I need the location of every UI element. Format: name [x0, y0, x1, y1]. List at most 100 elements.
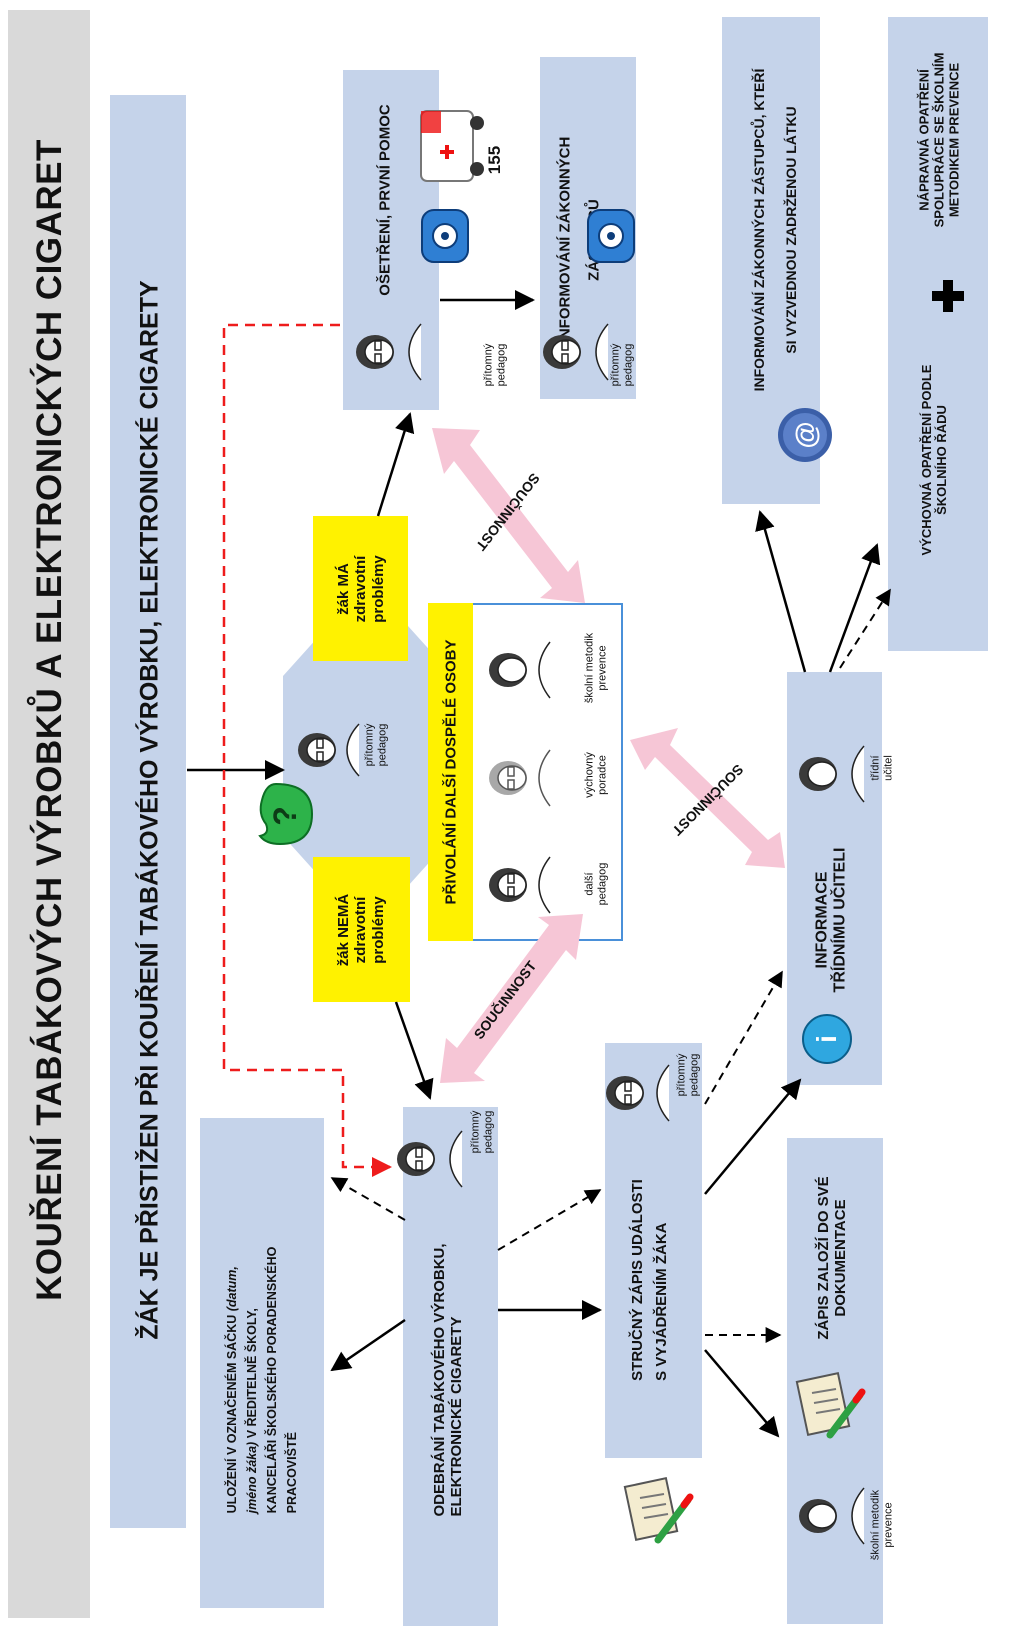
- center-person-icon: [298, 723, 360, 777]
- inform-guardians-l1: INFORMOVÁNÍ ZÁKONNÝCH: [556, 136, 574, 344]
- treatment-title: OŠETŘENÍ, PRVNÍ POMOC: [376, 104, 394, 296]
- center-person-l1: přítomný: [363, 723, 376, 767]
- email-at-icon: @: [778, 408, 832, 462]
- plus-icon: [932, 280, 964, 312]
- confiscation-box: [403, 1107, 498, 1626]
- archive-person-l1: školní metodik: [869, 1489, 882, 1561]
- staff-person-1-l1: další: [583, 872, 596, 896]
- archive-notepad-icon: [795, 1372, 866, 1439]
- subtitle-bar: [110, 95, 186, 1528]
- archive-person-l2: prevence: [882, 1502, 894, 1548]
- confiscation-title: ODEBRÁNÍ TABÁKOVÉHO VÝROBKU, ELEKTRONICK…: [431, 1243, 466, 1516]
- svg-text:i: i: [811, 1035, 842, 1043]
- measures-right-l2: SPOLUPRÁCE SE ŠKOLNÍM: [931, 52, 947, 228]
- staff-person-3-l1: školní metodik: [583, 632, 596, 704]
- archive-l2: DOKUMENTACE: [832, 1199, 849, 1317]
- inform-guardians-person-label: přítomný pedagog: [609, 344, 634, 387]
- notepad-icon: [623, 1477, 694, 1544]
- confiscation-l1: ODEBRÁNÍ TABÁKOVÉHO VÝROBKU,: [430, 1243, 448, 1517]
- storage-l1: ULOŽENÍ V OZNAČENÉM SÁČKU (datum,: [222, 1247, 242, 1514]
- title-bar: [8, 10, 90, 1618]
- class-teacher-l1: INFORMACE: [813, 871, 831, 969]
- treatment-person-icon: [356, 323, 422, 381]
- record-title: STRUČNÝ ZÁPIS UDÁLOSTI S VYJÁDŘENÍM ŽÁKA: [626, 1179, 674, 1381]
- staff-person-icon-1: [489, 856, 551, 914]
- staff-person-1-l2: pedagog: [596, 862, 608, 906]
- storage-l2-a: jméno žáka): [245, 1441, 259, 1514]
- class-teacher-person-l2: učitel: [882, 755, 894, 781]
- class-teacher-person-l1: třídní: [869, 755, 882, 781]
- record-person-icon: [606, 1064, 670, 1122]
- question-bubble-icon: ?: [258, 782, 314, 846]
- arrow-teacher-to-email: [755, 510, 807, 673]
- inform-email-l1: INFORMOVÁNÍ ZÁKONNÝCH ZÁSTUPCŮ, KTEŘÍ: [750, 68, 767, 392]
- staff-box-title-bg: [428, 603, 473, 941]
- coop-arrow-left: [440, 914, 583, 1083]
- decision-hexagon: [283, 626, 453, 886]
- coop-arrow-right: [630, 728, 785, 868]
- branch-no-box: [313, 857, 410, 1002]
- svg-text:?: ?: [267, 806, 303, 826]
- confiscation-person-l1: přítomný: [469, 1110, 482, 1154]
- measures-right: NÁPRAVNÁ OPATŘENÍ SPOLUPRÁCE SE ŠKOLNÍM …: [916, 52, 963, 228]
- arrow-teacher-to-measures: [828, 543, 881, 673]
- treatment-person-l1: přítomný: [482, 343, 495, 387]
- dash-record-to-teacher: [704, 970, 783, 1105]
- storage-l3: KANCELÁŘI ŠKOLSKÉHO PORADENSKÉHO: [265, 1246, 279, 1514]
- dash-confiscation-to-storage: [330, 1177, 406, 1221]
- arrow-confiscation-to-storage: [330, 1318, 406, 1372]
- dash-red-treatment-to-confiscation: [222, 323, 392, 1177]
- branch-yes-box: [313, 516, 408, 661]
- storage-l1-a: ULOŽENÍ V OZNAČENÉM SÁČKU: [225, 1311, 239, 1514]
- staff-person-3-l2: prevence: [596, 645, 608, 691]
- archive-l1: ZÁPIS ZALOŽÍ DO SVÉ: [814, 1176, 832, 1340]
- staff-person-icon-2: [489, 749, 551, 807]
- dash-confiscation-to-record: [497, 1189, 602, 1251]
- storage-text: ULOŽENÍ V OZNAČENÉM SÁČKU (datum, jméno …: [222, 1247, 302, 1514]
- class-teacher-person-label: třídní učitel: [869, 755, 894, 781]
- archive-title: ZÁPIS ZALOŽÍ DO SVÉ DOKUMENTACE: [815, 1176, 850, 1339]
- staff-person-2-label: výchovný poradce: [583, 752, 608, 798]
- confiscation-person-l2: pedagog: [482, 1110, 494, 1154]
- arrow-record-to-teacher: [704, 1078, 802, 1195]
- inform-email-l2: SI VYZVEDNOU ZADRŽENOU LÁTKU: [783, 106, 799, 354]
- arrow-center-to-confiscation: [394, 1001, 434, 1100]
- phone-icon: [421, 209, 469, 263]
- archive-person-label: školní metodik prevence: [869, 1490, 894, 1560]
- emergency-number: 155: [485, 145, 505, 175]
- record-person-l1: přítomný: [675, 1053, 688, 1097]
- confiscation-person-icon: [397, 1130, 463, 1188]
- record-person-label: přítomný pedagog: [675, 1054, 700, 1097]
- staff-person-1-label: další pedagog: [583, 863, 608, 906]
- center-person-l2: pedagog: [376, 723, 388, 767]
- arrow-record-to-archive: [704, 1349, 780, 1438]
- storage-l1-b: (datum,: [225, 1266, 239, 1312]
- inform-guardians-person-l1: přítomný: [609, 343, 622, 387]
- staff-person-3-label: školní metodik prevence: [583, 633, 608, 703]
- inform-guardians-person-icon: [543, 323, 609, 381]
- measures-right-l1: NÁPRAVNÁ OPATŘENÍ: [916, 69, 932, 211]
- svg-text:@: @: [790, 421, 821, 448]
- staff-person-2-l1: výchovný: [583, 752, 596, 798]
- record-person-l2: pedagog: [688, 1053, 700, 1097]
- storage-box: [200, 1118, 324, 1608]
- class-teacher-person-icon: [799, 745, 865, 803]
- inform-guardians-person-l2: pedagog: [622, 343, 634, 387]
- measures-left: VÝCHOVNÁ OPATŘENÍ PODLE ŠKOLNÍHO ŘÁDU: [919, 365, 950, 556]
- staff-person-icon-3: [489, 641, 551, 699]
- staff-person-2-l2: poradce: [596, 755, 608, 795]
- archive-person-icon: [799, 1487, 865, 1545]
- ambulance-icon: [420, 110, 484, 182]
- arrow-center-to-treatment: [376, 412, 415, 517]
- center-person-label: přítomný pedagog: [363, 724, 388, 767]
- treatment-person-label: přítomný pedagog: [482, 344, 507, 387]
- class-teacher-l2: TŘÍDNÍMU UČITELI: [832, 847, 849, 993]
- class-teacher-title: INFORMACE TŘÍDNÍMU UČITELI: [814, 848, 851, 993]
- inform-email-title: INFORMOVÁNÍ ZÁKONNÝCH ZÁSTUPCŮ, KTEŘÍ SI…: [743, 69, 807, 392]
- treatment-person-l2: pedagog: [495, 343, 507, 387]
- storage-l2-b: V ŘEDITELNĚ ŠKOLY,: [245, 1308, 259, 1442]
- measures-box: [888, 17, 988, 651]
- confiscation-person-label: přítomný pedagog: [469, 1111, 494, 1154]
